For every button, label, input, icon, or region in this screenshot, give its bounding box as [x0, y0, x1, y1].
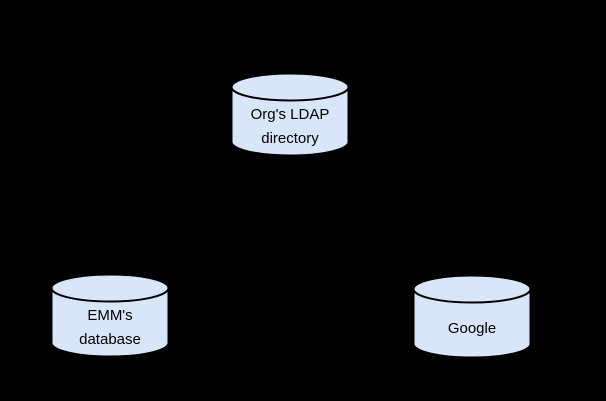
db-cylinder-org-ldap-directory: Org's LDAP directory [230, 72, 350, 157]
database-cylinder-icon [50, 273, 170, 358]
database-cylinder-icon [412, 274, 532, 359]
database-cylinder-icon [230, 72, 350, 157]
db-cylinder-emm-database: EMM's database [50, 273, 170, 358]
db-cylinder-google: Google [412, 274, 532, 359]
